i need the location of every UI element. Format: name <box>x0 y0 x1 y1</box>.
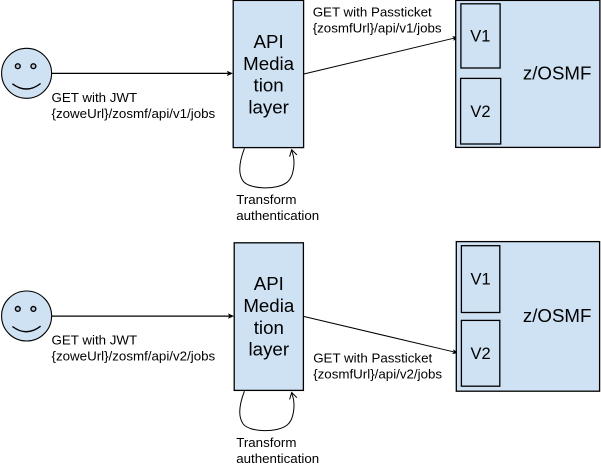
svg-text:{zoweUrl}/zosmf/api/v2/jobs: {zoweUrl}/zosmf/api/v2/jobs <box>52 349 216 364</box>
svg-text:V1: V1 <box>470 28 490 46</box>
svg-text:V2: V2 <box>470 103 490 121</box>
svg-text:{zosmfUrl}/api/v1/jobs: {zosmfUrl}/api/v1/jobs <box>313 21 442 36</box>
svg-text:API: API <box>254 31 284 52</box>
svg-text:authentication: authentication <box>236 208 319 223</box>
svg-text:GET with Passticket: GET with Passticket <box>313 351 432 366</box>
svg-text:API: API <box>254 273 284 294</box>
svg-text:GET with JWT: GET with JWT <box>52 333 138 348</box>
svg-text:layer: layer <box>249 339 290 360</box>
svg-text:tion: tion <box>254 75 284 96</box>
svg-text:V2: V2 <box>471 345 491 363</box>
svg-text:Transform: Transform <box>236 435 296 450</box>
svg-text:{zosmfUrl}/api/v2/jobs: {zosmfUrl}/api/v2/jobs <box>313 367 442 382</box>
svg-text:tion: tion <box>254 317 284 338</box>
svg-text:Transform: Transform <box>236 192 296 207</box>
svg-text:Media: Media <box>243 295 295 316</box>
svg-text:Media: Media <box>243 53 295 74</box>
svg-text:GET with JWT: GET with JWT <box>52 90 138 105</box>
svg-text:V1: V1 <box>471 270 491 288</box>
svg-text:{zoweUrl}/zosmf/api/v1/jobs: {zoweUrl}/zosmf/api/v1/jobs <box>52 106 216 121</box>
svg-text:layer: layer <box>248 96 289 117</box>
svg-text:z/OSMF: z/OSMF <box>523 63 592 84</box>
svg-text:GET with Passticket: GET with Passticket <box>313 5 432 20</box>
svg-text:z/OSMF: z/OSMF <box>523 305 592 326</box>
svg-text:authentication: authentication <box>236 451 319 464</box>
